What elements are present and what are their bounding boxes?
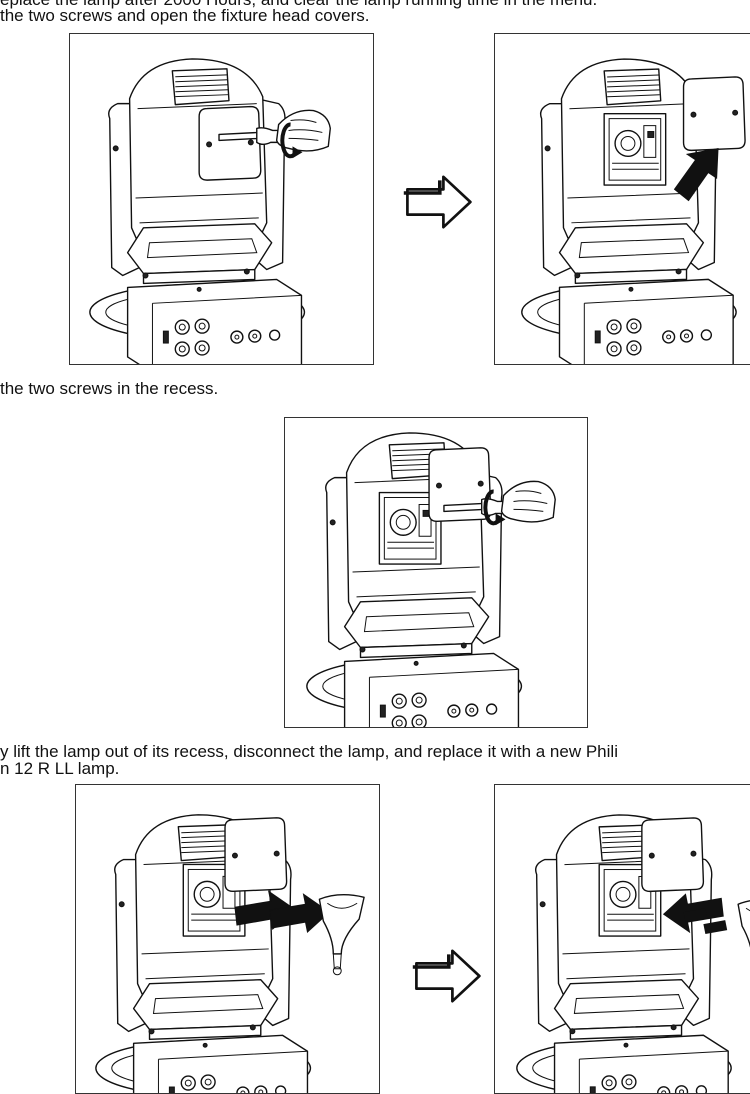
figure-open-cover-before (69, 33, 374, 365)
step-3-lamp-model-text: n 12 R LL lamp. (0, 759, 120, 778)
figure-open-cover-after (494, 33, 750, 365)
figure-remove-lamp (75, 784, 380, 1094)
figure-insert-lamp (494, 784, 750, 1094)
step-1-intro-text: eplace the lamp after 2000 Hours, and cl… (0, 0, 597, 8)
step-3-instruction-text: y lift the lamp out of its recess, disco… (0, 742, 618, 761)
hollow-right-arrow-icon (401, 172, 474, 232)
step-1-instruction-text: the two screws and open the fixture head… (0, 6, 370, 25)
figure-recess-screws (284, 417, 588, 728)
hollow-right-arrow-icon (410, 946, 483, 1006)
step-2-instruction-text: the two screws in the recess. (0, 379, 219, 398)
